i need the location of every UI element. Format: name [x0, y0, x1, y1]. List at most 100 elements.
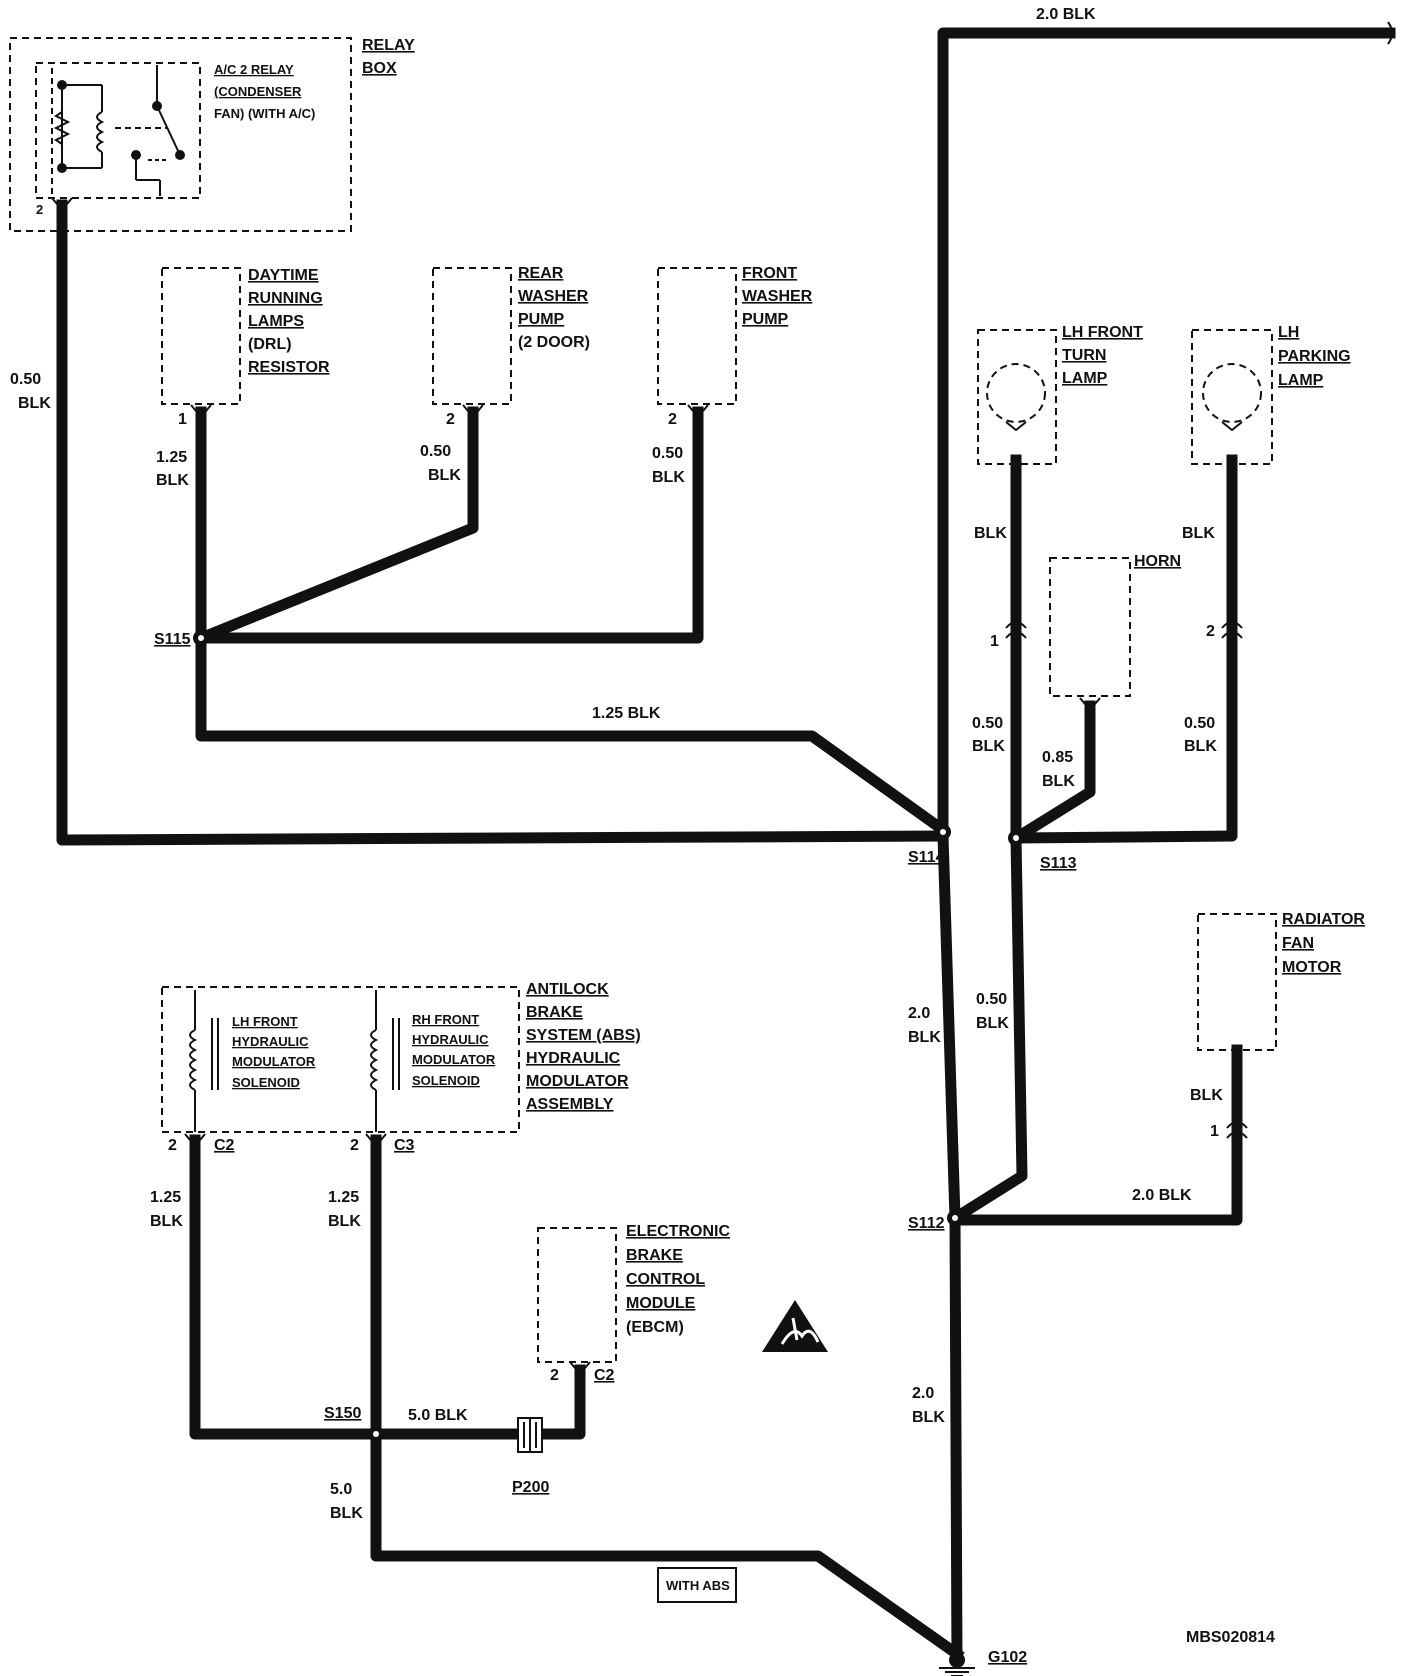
- drl-label-1: DAYTIME: [248, 267, 319, 284]
- wire-s113-s112: [947, 832, 1028, 1226]
- wire-s114-s112: [937, 830, 961, 1224]
- terminal-lh-sol: [184, 1133, 206, 1148]
- ac-relay-label-1: A/C 2 RELAY: [214, 62, 294, 77]
- ac-relay-label-3: FAN) (WITH A/C): [214, 106, 315, 121]
- drl-label-2: RUNNING: [248, 290, 323, 307]
- splice-s115-label: S115: [154, 631, 191, 648]
- wire-lh-park: [1010, 454, 1238, 844]
- wire-label-relay-color: BLK: [18, 395, 51, 412]
- rear-washer-label-4: (2 DOOR): [518, 334, 590, 351]
- front-washer-label-1: FRONT: [742, 265, 797, 282]
- wire-label-s112-g102-color: BLK: [912, 1409, 945, 1426]
- front-washer-label-2: WASHER: [742, 288, 813, 305]
- lh-turn-label-3: LAMP: [1062, 370, 1108, 387]
- ebcm-label-3: CONTROL: [626, 1271, 705, 1288]
- esd-warning-icon: [762, 1300, 828, 1352]
- terminal-drl: [190, 404, 212, 419]
- with-abs-label: WITH ABS: [666, 1578, 730, 1593]
- wire-s115-s114: [195, 632, 951, 838]
- lh-solenoid-label-3: MODULATOR: [232, 1054, 316, 1069]
- wire-label-s150-ground-size: 5.0: [330, 1481, 352, 1498]
- terminal-relay: [51, 197, 73, 212]
- lh-turn-box: [977, 329, 1057, 465]
- wire-fan: [949, 1044, 1243, 1226]
- labels: RELAY BOX A/C 2 RELAY (CONDENSER FAN) (W…: [10, 6, 1365, 1666]
- relay-box-label-1: RELAY: [362, 37, 415, 54]
- rear-washer-label-3: PUMP: [518, 311, 565, 328]
- abs-label-5: MODULATOR: [526, 1073, 629, 1090]
- abs-label-4: HYDRAULIC: [526, 1050, 621, 1067]
- wire-continuation-mark: [1387, 21, 1393, 45]
- wires: [56, 21, 1396, 1666]
- splice-s113-label: S113: [1040, 855, 1077, 872]
- radiator-fan-label-3: MOTOR: [1282, 959, 1342, 976]
- drl-box: [161, 267, 241, 405]
- wire-p200-ebcm: [536, 1364, 586, 1440]
- ebcm-label-4: MODULE: [626, 1295, 696, 1312]
- abs-label-6: ASSEMBLY: [526, 1096, 614, 1113]
- rh-solenoid-coil-icon: [370, 990, 400, 1132]
- terminal-lh-park: [1221, 621, 1243, 639]
- rh-solenoid-label-3: MODULATOR: [412, 1052, 496, 1067]
- splices: [193, 630, 1024, 1442]
- ebcm-box: [537, 1227, 617, 1363]
- abs-label-3: SYSTEM (ABS): [526, 1027, 641, 1044]
- wire-label-rear-washer-size: 0.50: [420, 443, 451, 460]
- pin-relay: 2: [36, 202, 43, 217]
- wire-label-front-washer-size: 0.50: [652, 445, 683, 462]
- pin-rear-washer: 2: [446, 411, 455, 428]
- lh-solenoid-label-2: HYDRAULIC: [232, 1034, 309, 1049]
- wire-label-fan-upper: BLK: [1190, 1087, 1223, 1104]
- wire-label-drl-color: BLK: [156, 472, 189, 489]
- lh-turn-bulb-icon: [986, 363, 1046, 423]
- pin-ebcm: 2: [550, 1367, 559, 1384]
- ac-relay-label-2: (CONDENSER: [214, 84, 302, 99]
- wire-label-lh-park-upper: BLK: [1182, 525, 1215, 542]
- ebcm-label-5: (EBCM): [626, 1319, 684, 1336]
- lh-solenoid-label-1: LH FRONT: [232, 1014, 298, 1029]
- wire-label-lh-turn-lower-color: BLK: [972, 738, 1005, 755]
- conn-ebcm: C2: [594, 1367, 615, 1384]
- conn-lh-sol: C2: [214, 1137, 235, 1154]
- terminal-ebcm: [569, 1361, 591, 1376]
- wire-label-s113-s112-color: BLK: [976, 1015, 1009, 1032]
- lh-park-label-2: PARKING: [1278, 348, 1351, 365]
- terminal-horn: [1079, 697, 1101, 712]
- wire-label-s114-s112-size: 2.0: [908, 1005, 930, 1022]
- lh-solenoid-coil-icon: [189, 990, 219, 1132]
- lh-solenoid-label-4: SOLENOID: [232, 1075, 300, 1090]
- wire-label-top-main: 2.0 BLK: [1036, 6, 1096, 23]
- relay-coil-switch-icon: [51, 65, 185, 196]
- wire-label-lh-turn-upper: BLK: [974, 525, 1007, 542]
- pin-lh-park: 2: [1206, 623, 1215, 640]
- pin-lh-turn: 1: [990, 633, 999, 650]
- radiator-fan-label-1: RADIATOR: [1282, 911, 1365, 928]
- wire-label-rh-sol-color: BLK: [328, 1213, 361, 1230]
- p200-connector: [517, 1417, 543, 1453]
- horn-label: HORN: [1134, 553, 1181, 570]
- relay-box-label-2: BOX: [362, 60, 397, 77]
- rh-solenoid-label-2: HYDRAULIC: [412, 1032, 489, 1047]
- component-boxes: [9, 37, 1277, 1603]
- ebcm-label-2: BRAKE: [626, 1247, 683, 1264]
- lh-park-bulb-icon: [1202, 363, 1262, 423]
- rear-washer-label-2: WASHER: [518, 288, 589, 305]
- wire-label-s115-s114: 1.25 BLK: [592, 705, 661, 722]
- wire-label-s113-s112-size: 0.50: [976, 991, 1007, 1008]
- wire-front-washer: [195, 406, 704, 644]
- ground-symbol-icon: [939, 1652, 975, 1676]
- pin-lh-sol: 2: [168, 1137, 177, 1154]
- splice-s150-label: S150: [324, 1405, 361, 1422]
- rh-solenoid-label-1: RH FRONT: [412, 1012, 479, 1027]
- terminal-lh-turn: [1005, 621, 1027, 639]
- wire-rh-sol: [370, 1134, 965, 1662]
- rear-washer-box: [432, 267, 512, 405]
- conn-rh-sol: C3: [394, 1137, 415, 1154]
- abs-label-2: BRAKE: [526, 1004, 583, 1021]
- wire-label-lh-park-lower-color: BLK: [1184, 738, 1217, 755]
- wire-label-s150-ground-color: BLK: [330, 1505, 363, 1522]
- ac-relay-outline: [35, 62, 201, 199]
- drl-label-3: LAMPS: [248, 313, 304, 330]
- pin-drl: 1: [178, 411, 187, 428]
